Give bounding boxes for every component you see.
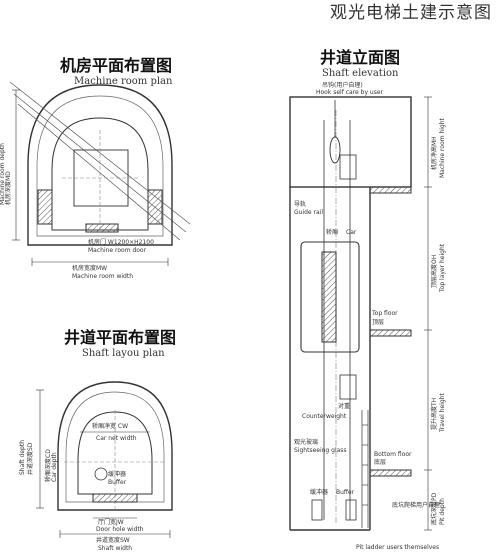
buffer-label-en: Buffer [108, 479, 127, 486]
shaft-layout-title-en: Shaft layou plan [82, 348, 165, 359]
car-label: 轿厢 [326, 229, 339, 236]
pit-depth-label: 底坑深度PD [431, 492, 438, 525]
guide-rail-label: 导轨 [294, 201, 307, 208]
shaft-depth-label: 井道深度SD [27, 442, 34, 475]
overhead-label: 顶层高度OH [431, 254, 438, 288]
travel-height-label-en: Travel height [439, 393, 446, 432]
elevation-buffer-label-en: Buffer [336, 489, 355, 496]
machine-room-door-label: 机房门 W1200×H2100 [88, 239, 154, 246]
pit-ladder-label: 底坑爬梯用户自理 [392, 502, 441, 509]
machine-room-width-label-en: Machine room width [72, 273, 133, 280]
travel-height-label: 提升高度TH [431, 397, 438, 430]
glass-label: 观光玻璃 [294, 439, 319, 446]
top-floor-label: 顶层 [372, 319, 385, 326]
shaft-depth-label-en: Shaft depth [19, 439, 26, 475]
machine-room-door-label-en: Machine room door [88, 247, 147, 254]
hook-label-en: Hook self care by user [316, 89, 384, 96]
shaft-elevation-title-en: Shaft elevation [322, 68, 399, 79]
glass-label-en: Sightseeing glass [294, 447, 347, 454]
top-floor-label-en: Top floor [372, 310, 398, 317]
bottom-floor-label-en: Bottom floor [374, 451, 412, 458]
machine-room-height-label-en: Machine room hight [439, 118, 446, 178]
machine-room-height-label: 机房净高MH [431, 136, 438, 170]
machine-room-title: 机房平面布置图 [60, 56, 173, 75]
machine-room-plan [9, 81, 191, 266]
machine-room-depth-label-en: Machine room depth [0, 143, 6, 205]
shaft-layout-title: 井道平面布置图 [64, 328, 177, 347]
door-width-label: 厅门宽JW [98, 519, 124, 526]
counterweight-label-en: Counterweight [302, 413, 347, 420]
car-depth-label-en: Car depth [51, 452, 58, 482]
machine-room-title-en: Machine room plan [74, 76, 173, 87]
shaft-elevation-title: 井道立面图 [320, 48, 401, 67]
page-title: 观光电梯土建示意图 [330, 3, 492, 23]
guide-rail-label-en: Guide rail [294, 209, 324, 216]
bottom-floor-label: 底层 [374, 459, 387, 466]
shaft-width-label-en: Shaft width [98, 545, 133, 552]
door-width-label-en: Door hole width [96, 526, 144, 533]
pit-ladder-label-en: Pit ladder users themselves [356, 544, 440, 551]
shaft-layout-plan [36, 381, 173, 538]
shaft-elevation [289, 96, 432, 531]
machine-room-depth-label: 机房深度MD [5, 171, 12, 205]
overhead-label-en: Top layer height [439, 243, 446, 292]
shaft-width-label: 井道宽度SW [96, 537, 130, 544]
machine-room-width-label: 机房宽度MW [72, 265, 108, 272]
counterweight-label: 对重 [338, 403, 351, 410]
car-width-label-en: Car net width [96, 435, 137, 442]
elevation-buffer-label: 缓冲器 [310, 489, 329, 496]
pit-depth-label-en: Pit depth [439, 498, 446, 525]
hook-label: 吊钩(用户自理) [322, 82, 363, 89]
car-label-en: Car [346, 229, 357, 236]
car-width-label: 轿厢净宽 CW [92, 423, 129, 430]
buffer-label: 缓冲器 [108, 471, 127, 478]
